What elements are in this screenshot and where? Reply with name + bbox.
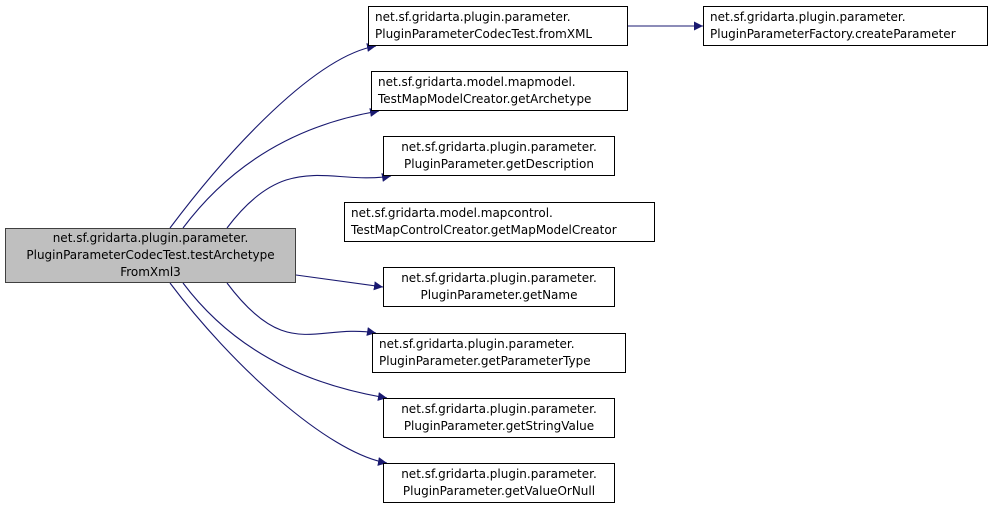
node-createParameter-line-1: net.sf.gridarta.plugin.parameter. [710,10,906,24]
edge-root-to-getName [295,274,384,291]
node-getDescription[interactable]: net.sf.gridarta.plugin.parameter. Plugin… [383,136,615,176]
node-getName-line-2: PluginParameter.getName [420,288,578,302]
node-getStringValue-line-1: net.sf.gridarta.plugin.parameter. [401,402,597,416]
node-fromXML-line-1: net.sf.gridarta.plugin.parameter. [375,10,571,24]
node-fromXML-line-2: PluginParameterCodecTest.fromXML [375,27,593,41]
node-createParameter[interactable]: net.sf.gridarta.plugin.parameter. Plugin… [703,6,988,46]
node-getArchetype-line-2: TestMapModelCreator.getArchetype [378,92,592,106]
node-getParameterType-line-1: net.sf.gridarta.plugin.parameter. [379,337,575,351]
node-getStringValue-line-2: PluginParameter.getStringValue [403,419,595,433]
edge-root-to-getValueOrNull [169,282,388,466]
node-root[interactable]: net.sf.gridarta.plugin.parameter. Plugin… [5,228,296,283]
node-getMapModelCreator-line-1: net.sf.gridarta.model.mapcontrol. [351,206,553,220]
node-getName-line-1: net.sf.gridarta.plugin.parameter. [401,271,597,285]
node-getMapModelCreator-line-2: TestMapControlCreator.getMapModelCreator [351,223,617,237]
edge-root-to-getStringValue [182,282,388,401]
node-getValueOrNull-line-2: PluginParameter.getValueOrNull [402,484,596,498]
node-root-line-2: PluginParameterCodecTest.testArchetype [26,248,275,262]
edge-root-to-fromXML [169,43,377,229]
edge-root-to-getParameterType [226,282,377,336]
node-root-line-3: FromXml3 [120,265,181,279]
node-root-line-1: net.sf.gridarta.plugin.parameter. [52,231,249,245]
node-getValueOrNull-line-1: net.sf.gridarta.plugin.parameter. [401,467,597,481]
node-getParameterType[interactable]: net.sf.gridarta.plugin.parameter. Plugin… [372,333,626,373]
node-getValueOrNull[interactable]: net.sf.gridarta.plugin.parameter. Plugin… [383,463,615,503]
node-fromXML[interactable]: net.sf.gridarta.plugin.parameter. Plugin… [368,6,628,46]
node-getDescription-line-2: PluginParameter.getDescription [404,157,594,171]
node-getParameterType-line-2: PluginParameter.getParameterType [379,354,591,368]
node-createParameter-line-2: PluginParameterFactory.createParameter [710,27,956,41]
node-getMapModelCreator[interactable]: net.sf.gridarta.model.mapcontrol. TestMa… [344,202,655,242]
edge-root-to-getArchetype [182,108,380,229]
node-getName[interactable]: net.sf.gridarta.plugin.parameter. Plugin… [383,267,615,307]
node-getArchetype[interactable]: net.sf.gridarta.model.mapmodel. TestMapM… [371,71,628,111]
node-getDescription-line-1: net.sf.gridarta.plugin.parameter. [401,140,597,154]
node-getStringValue[interactable]: net.sf.gridarta.plugin.parameter. Plugin… [383,398,615,438]
edge-root-to-getDescription [226,173,392,229]
node-getArchetype-line-1: net.sf.gridarta.model.mapmodel. [378,75,576,89]
